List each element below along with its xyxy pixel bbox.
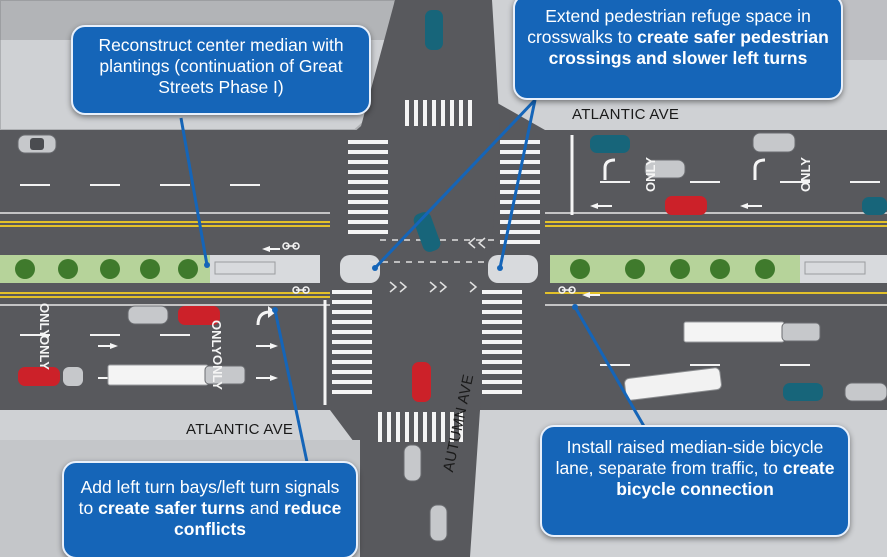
only-marking: ONLY — [643, 157, 658, 192]
only-marking: ONLY — [37, 303, 52, 338]
callout-bike-text: Install raised median-side bicycle lane,… — [555, 437, 824, 478]
only-marking: ONLY — [37, 335, 52, 370]
callout-turn-bold-2: reduce conflicts — [174, 498, 342, 539]
bike-lane-symbols — [282, 242, 576, 294]
only-markings: ONLY ONLY ONLY ONLY ONLY ONLY — [37, 157, 813, 390]
street-label-atlantic-top: ATLANTIC AVE — [572, 106, 680, 123]
callout-turn-text-2: and — [245, 498, 284, 518]
only-marking: ONLY — [798, 157, 813, 192]
callout-refuge-bold: create safer pedestrian crossings and sl… — [548, 27, 829, 68]
street-label-atlantic-bottom: ATLANTIC AVE — [186, 421, 294, 438]
intersection-chevrons — [370, 237, 500, 293]
center-median-right — [550, 255, 887, 283]
callout-turn-bold-1: create safer turns — [98, 498, 246, 518]
only-marking: ONLY — [209, 320, 224, 355]
crosswalks — [332, 100, 540, 442]
callout-refuge-text: Extend pedestrian refuge space in crossw… — [527, 6, 811, 47]
lane-dashes — [0, 181, 887, 366]
vehicles — [17, 10, 887, 542]
callout-bike-lane: Install raised median-side bicycle lane,… — [540, 425, 850, 537]
callout-median-text: Reconstruct center median with plantings… — [98, 35, 344, 97]
callout-median: Reconstruct center median with plantings… — [71, 25, 371, 115]
stop-bars — [323, 135, 574, 405]
only-marking: ONLY — [210, 355, 225, 390]
refuge-island-right — [488, 255, 538, 283]
callout-turn-text-1: Add left turn bays/left turn signals to — [78, 477, 340, 518]
callout-turn-bays: Add left turn bays/left turn signals to … — [62, 461, 358, 557]
lane-arrows — [98, 158, 766, 381]
callout-refuge: Extend pedestrian refuge space in crossw… — [513, 0, 843, 100]
yellow-lines — [0, 221, 887, 298]
callout-leader-lines — [179, 98, 647, 463]
center-median-left — [0, 255, 320, 283]
callout-bike-bold: create bicycle connection — [616, 458, 835, 499]
